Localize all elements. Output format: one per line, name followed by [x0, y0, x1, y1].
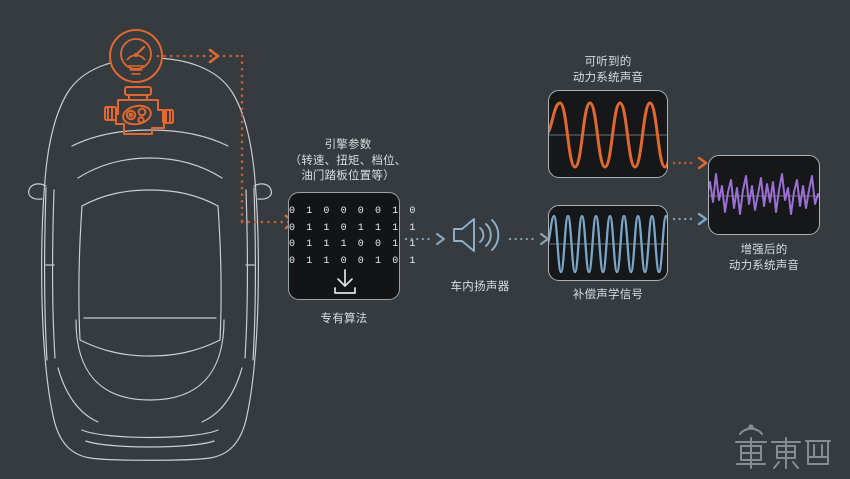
car-top-view-outline: [28, 57, 272, 461]
algorithm-caption: 专有算法: [320, 313, 368, 325]
compensation-panel-caption: 补偿声学信号: [528, 288, 688, 304]
waveform-compensation: [549, 214, 667, 274]
waveform-audible: [549, 101, 667, 169]
speaker-icon: [453, 218, 500, 252]
caption-line2: 动力系统声音: [572, 71, 644, 84]
audible-panel-caption: 可听到的 动力系统声音: [528, 55, 688, 86]
caption-line1: 补偿声学信号: [572, 289, 644, 301]
arrow-algorithm-to-speaker: [404, 232, 446, 246]
proprietary-algorithm-box: 0 1 0 0 0 0 1 0 0 1 1 0 1 1 1 1 0 1 1 1 …: [288, 192, 419, 300]
binary-data-grid: 0 1 0 0 0 0 1 0 0 1 1 0 1 1 1 1 0 1 1 1 …: [289, 204, 419, 270]
arrow-compensation-to-enhanced: [672, 212, 708, 226]
engine-data-route-arrow: [156, 48, 298, 230]
speedometer-icon: [109, 29, 163, 83]
waveform-enhanced: [709, 173, 819, 215]
panel-compensation-signal: [548, 205, 668, 281]
panel-audible-powertrain-sound: [548, 90, 668, 178]
speaker-caption: 车内扬声器: [450, 281, 510, 293]
arrow-audible-to-enhanced: [672, 156, 708, 170]
enhanced-panel-caption: 增强后的 动力系统声音: [684, 243, 844, 274]
download-icon: [334, 269, 356, 294]
engine-params-line3: 油门踏板位置等）: [301, 170, 395, 182]
engine-parameters-label: 引擎参数 （转速、扭矩、档位、 油门踏板位置等）: [268, 138, 428, 185]
engine-params-line1: 引擎参数: [324, 139, 372, 151]
engine-params-line2: （转速、扭矩、档位、: [289, 154, 407, 167]
binary-row: 0 1 0 0 0 0 1 0: [289, 206, 419, 217]
engine-block-icon: [104, 86, 174, 135]
binary-row: 0 1 1 0 1 1 1 1: [289, 222, 419, 234]
caption-line2: 动力系统声音: [728, 259, 800, 272]
binary-row: 0 1 1 0 0 1 0 1: [289, 255, 419, 267]
panel-enhanced-powertrain-sound: [708, 155, 820, 235]
binary-row: 0 1 1 1 0 0 1 1: [289, 239, 419, 250]
caption-line1: 增强后的: [740, 244, 788, 256]
watermark-logo: [735, 424, 831, 469]
caption-line1: 可听到的: [584, 56, 632, 68]
